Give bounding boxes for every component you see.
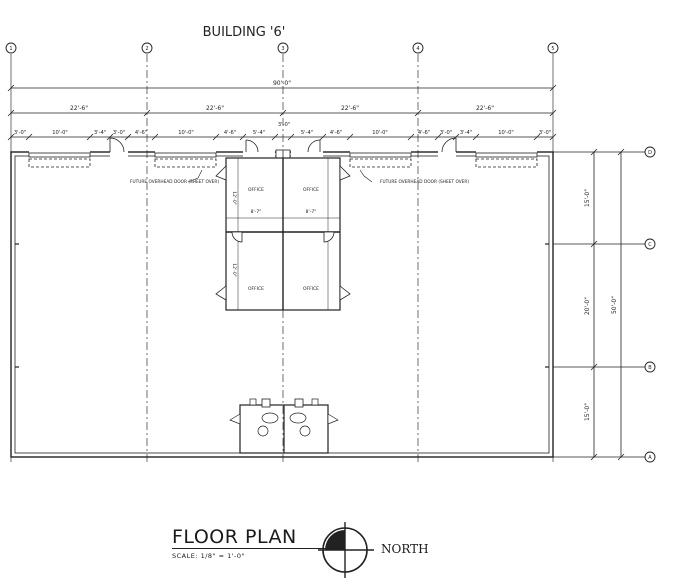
dim-text: 5'-4" <box>253 130 265 136</box>
dim-text: 3'-0" <box>278 122 290 128</box>
office-width-dim: 8'-7" <box>306 209 317 215</box>
room-label-office: OFFICE <box>303 187 319 193</box>
dim-text: 3'-0" <box>113 130 125 136</box>
grid-label: 2 <box>145 46 148 52</box>
room-label-office: OFFICE <box>248 187 264 193</box>
room-label-office: OFFICE <box>248 286 264 292</box>
bay-dimension-text: 22'-6" <box>341 105 359 112</box>
dim-text: 10'-0" <box>52 130 68 136</box>
restroom-block <box>229 398 339 454</box>
overall-dimension-text: 90'-0" <box>273 80 291 87</box>
row-grid-markers: D C B A <box>644 146 656 463</box>
bay-dimension-text: 22'-6" <box>476 105 494 112</box>
right-dimensions <box>553 148 650 461</box>
dim-text: 3'-0" <box>539 130 551 136</box>
scale-note: SCALE: 1/8" = 1'-0" <box>172 552 246 560</box>
bay-dimension-text: 22'-6" <box>70 105 88 112</box>
dim-text: 3'-0" <box>14 130 26 136</box>
dim-text: 4'-6" <box>330 130 342 136</box>
right-dim-overall: 50'-0" <box>611 296 618 314</box>
dim-text: 10'-0" <box>498 130 514 136</box>
north-arrow-icon <box>318 522 374 578</box>
north-label: NORTH <box>381 542 429 556</box>
title-block: FLOOR PLAN SCALE: 1/8" = 1'-0" <box>172 526 327 560</box>
grid-label: 5 <box>551 46 554 52</box>
grid-label: A <box>648 455 652 461</box>
building-title: BUILDING '6' <box>203 25 286 40</box>
overall-dimension <box>7 84 557 92</box>
dim-text: 4'-6" <box>224 130 236 136</box>
right-dim-text: 15'-0" <box>584 403 591 421</box>
opening-dimension-labels: 3'-0" 10'-0" 3'-4" 3'-0" 4'-6" 10'-0" 4'… <box>14 122 551 136</box>
door-note-left: FUTURE OVERHEAD DOOR (SHEET OVER) <box>130 179 219 185</box>
column-grid-lines <box>10 54 554 462</box>
door-note-right: FUTURE OVERHEAD DOOR (SHEET OVER) <box>380 179 469 185</box>
dim-text: 10'-0" <box>372 130 388 136</box>
floor-plan-title: FLOOR PLAN <box>172 526 327 549</box>
dim-text: 4'-6" <box>418 130 430 136</box>
office-height-dim: 12'-0" <box>231 191 237 205</box>
overhead-door-openings <box>29 150 537 158</box>
wall-grid-ticks <box>15 243 549 368</box>
right-dim-text: 15'-0" <box>584 189 591 207</box>
dim-text: 3'-0" <box>440 130 452 136</box>
bay-dimension-text: 22'-6" <box>206 105 224 112</box>
grid-label: 1 <box>9 46 12 52</box>
exterior-walls <box>10 151 554 458</box>
grid-label: 3 <box>281 46 284 52</box>
right-dim-text: 20'-0" <box>584 297 591 315</box>
opening-dimensions <box>7 133 557 141</box>
column-grid-markers: 1 2 3 4 5 <box>5 42 559 54</box>
dim-text: 3'-4" <box>460 130 472 136</box>
dim-text: 3'-4" <box>94 130 106 136</box>
grid-label: 4 <box>416 46 419 52</box>
office-doors <box>215 165 351 301</box>
dim-text: 4'-6" <box>135 130 147 136</box>
bay-dimensions <box>7 109 557 117</box>
overhead-doors <box>28 152 538 168</box>
grid-label: C <box>648 242 652 248</box>
dim-text: 10'-0" <box>178 130 194 136</box>
note-leaders <box>187 169 373 183</box>
dim-text: 5'-4" <box>301 130 313 136</box>
office-block <box>225 157 341 311</box>
grid-label: B <box>648 365 652 371</box>
office-width-dim: 8'-7" <box>251 209 262 215</box>
room-label-office: OFFICE <box>303 286 319 292</box>
office-height-dim: 12'-0" <box>231 263 237 277</box>
grid-label: D <box>648 150 652 156</box>
